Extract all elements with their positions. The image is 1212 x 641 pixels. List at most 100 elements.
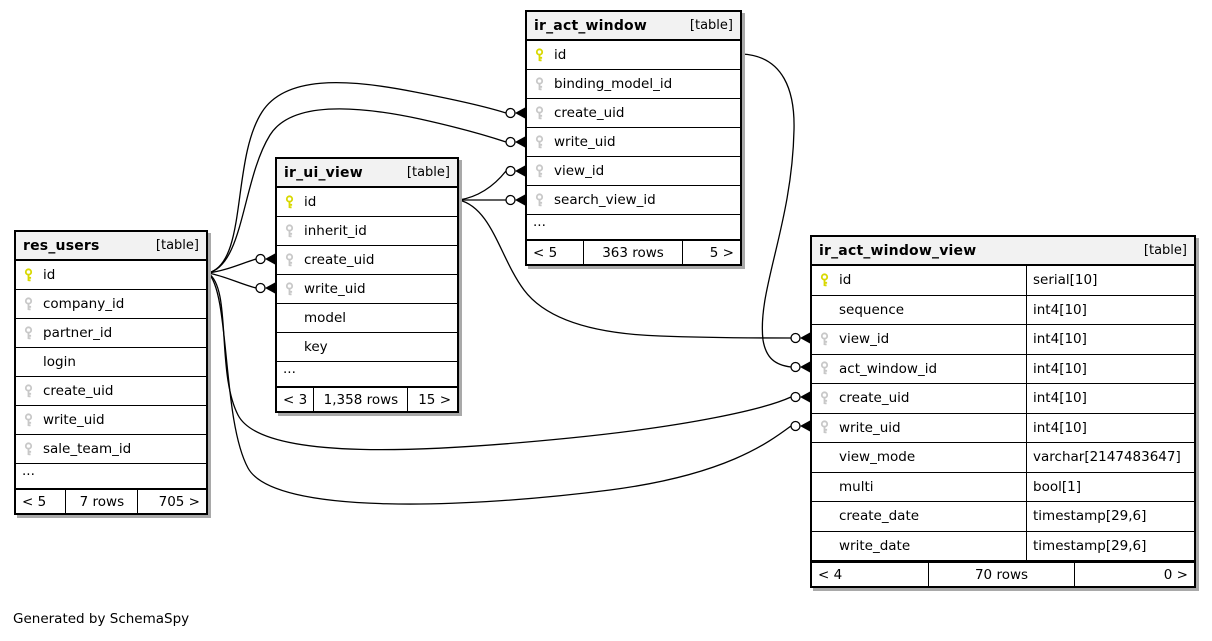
column-name: key: [304, 339, 328, 355]
more-columns-ellipsis: ...: [533, 214, 546, 230]
relationship-curve-ir_ui_view-ir_act_window_view-view_id: [458, 199, 792, 339]
parents-count: 15 >: [418, 391, 451, 408]
column-name: write_uid: [839, 419, 901, 436]
column-name: inherit_id: [304, 223, 367, 239]
column-name: company_id: [43, 296, 125, 312]
column-row-search_view_id: search_view_id: [527, 186, 740, 215]
column-row-create_uid: create_uid: [277, 246, 457, 275]
table-type-tag: [table]: [155, 238, 199, 253]
table-ir_act_window_view[interactable]: ir_act_window_view [table] id serial[10]seq…: [810, 235, 1196, 588]
column-name: write_uid: [554, 134, 616, 150]
column-name: id: [839, 272, 852, 289]
column-name: login: [43, 354, 76, 370]
column-name: view_mode: [839, 449, 916, 466]
column-name: id: [43, 267, 56, 283]
column-row-binding_model_id: binding_model_id: [527, 70, 740, 99]
column-row-create_date: create_date timestamp[29,6]: [812, 502, 1194, 532]
foreign-key-icon: [533, 163, 546, 179]
no-key-spacer: [283, 311, 296, 326]
column-row-id: id: [277, 188, 457, 217]
foreign-key-icon: [283, 252, 296, 268]
relationship-curve-res_users-ir_act_window-write_uid: [207, 108, 507, 274]
foreign-key-icon: [818, 332, 831, 347]
parents-count: 5 >: [709, 244, 734, 261]
column-row-partner_id: partner_id: [16, 319, 206, 348]
parents-count: 0 >: [1163, 566, 1188, 583]
column-name: create_date: [839, 508, 920, 525]
foreign-key-icon: [283, 223, 296, 239]
table-type-tag: [table]: [1143, 243, 1187, 258]
table-header[interactable]: ir_act_window_view [table]: [812, 237, 1194, 266]
primary-key-icon: [22, 267, 35, 283]
column-row-company_id: company_id: [16, 290, 206, 319]
primary-key-icon: [283, 194, 296, 210]
table-name[interactable]: ir_ui_view: [284, 164, 363, 181]
row-count: 70 rows: [928, 563, 1075, 586]
primary-key-icon: [818, 273, 831, 288]
column-type: int4[10]: [1026, 354, 1194, 383]
relationship-curve-res_users-ir_ui_view-write_uid: [207, 272, 257, 289]
foreign-key-icon: [818, 391, 831, 406]
column-row-key: key: [277, 333, 457, 362]
no-key-spacer: [818, 450, 831, 465]
column-name: create_uid: [839, 390, 910, 407]
column-name: view_id: [839, 331, 890, 348]
foreign-key-icon: [22, 296, 35, 312]
column-name: create_uid: [304, 252, 375, 268]
column-row-id: id: [527, 41, 740, 70]
column-type: int4[10]: [1026, 295, 1194, 324]
column-type: int4[10]: [1026, 384, 1194, 413]
table-header[interactable]: ir_ui_view[table]: [277, 159, 457, 188]
parents-count: 705 >: [158, 493, 200, 510]
column-row-create_uid: create_uid: [527, 99, 740, 128]
relationship-curve-res_users-ir_act_window_view-write_uid: [207, 272, 792, 505]
relationship-curve-ir_act_window-ir_act_window_view-act_window_id: [741, 53, 795, 368]
table-header[interactable]: res_users [table]: [16, 232, 206, 261]
column-row-inherit_id: inherit_id: [277, 217, 457, 246]
children-count: < 5: [22, 493, 47, 510]
table-header[interactable]: ir_act_window [table]: [527, 12, 740, 41]
table-name[interactable]: ir_act_window: [534, 17, 648, 34]
row-count: 1,358 rows: [313, 388, 409, 411]
table-type-tag: [table]: [689, 18, 733, 33]
column-name: binding_model_id: [554, 76, 673, 92]
column-name: create_uid: [43, 383, 114, 399]
column-row-id: id serial[10]: [812, 266, 1194, 296]
no-key-spacer: [283, 340, 296, 355]
generator-note: Generated by SchemaSpy: [13, 611, 190, 627]
table-footer: < 5 7 rows 705 >: [16, 488, 206, 513]
table-name[interactable]: ir_act_window_view: [819, 242, 977, 259]
column-name: partner_id: [43, 325, 113, 341]
column-row-view_id: view_id: [527, 157, 740, 186]
foreign-key-icon: [533, 134, 546, 150]
table-name[interactable]: res_users: [23, 237, 100, 254]
column-name: model: [304, 310, 347, 326]
relationship-curve-res_users-ir_ui_view-create_uid: [207, 258, 257, 274]
row-count: 7 rows: [65, 490, 139, 513]
column-name: write_uid: [43, 412, 105, 428]
foreign-key-icon: [533, 192, 546, 208]
column-type: timestamp[29,6]: [1026, 502, 1194, 531]
column-name: id: [554, 47, 567, 63]
column-type: bool[1]: [1026, 472, 1194, 501]
column-type: serial[10]: [1026, 266, 1194, 295]
foreign-key-icon: [818, 361, 831, 376]
no-key-spacer: [818, 479, 831, 494]
no-key-spacer: [818, 302, 831, 317]
foreign-key-icon: [283, 281, 296, 297]
no-key-spacer: [818, 509, 831, 524]
fk-connector-glyphs: [255, 107, 810, 432]
column-row-write_uid: write_uid: [16, 406, 206, 435]
relationship-curve-ir_ui_view-ir_act_window-view_id: [458, 170, 507, 201]
foreign-key-icon: [22, 383, 35, 399]
